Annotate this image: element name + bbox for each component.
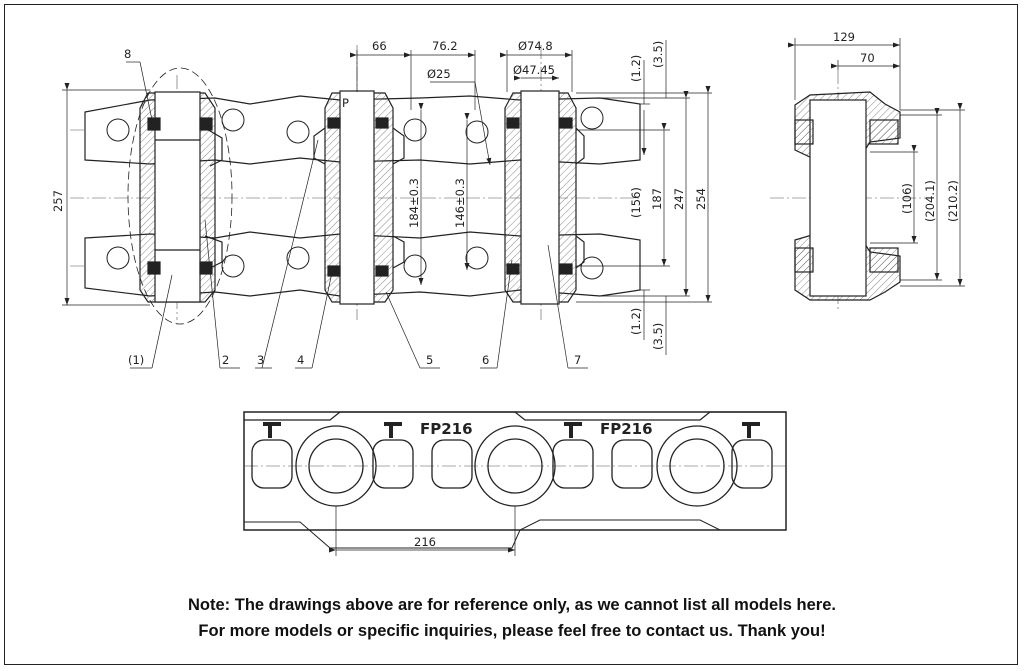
technical-drawing: 66 76.2 Ø74.8 Ø25 Ø47.45 P 8 (1.2) (3.5)… (51, 30, 965, 556)
part-label-6: 6 (482, 353, 489, 367)
dim-106: (106) (900, 183, 914, 214)
dim-184: 184±0.3 (407, 178, 421, 228)
dim-156: (156) (629, 187, 643, 218)
dim-66: 66 (372, 39, 387, 53)
drawing-frame (4, 4, 1018, 665)
dim-254: 254 (694, 188, 708, 210)
dim-3-5-top: (3.5) (651, 41, 665, 68)
side-view (770, 38, 965, 310)
part-label-8: 8 (124, 47, 131, 61)
dim-247: 247 (672, 188, 686, 210)
plan-view-labels: FP216 FP216 216 (414, 420, 653, 549)
front-view-labels: 66 76.2 Ø74.8 Ø25 Ø47.45 P 8 (1.2) (3.5)… (51, 39, 708, 367)
dim-76-2: 76.2 (432, 39, 458, 53)
note-line-2: For more models or specific inquiries, p… (198, 622, 826, 640)
part-label-1: (1) (128, 353, 144, 367)
dim-1-2-bottom: (1.2) (629, 308, 643, 335)
dim-dia-74-8: Ø74.8 (518, 39, 553, 53)
part-label-7: 7 (574, 353, 581, 367)
mark-p: P (342, 96, 349, 110)
part-label-2: 2 (222, 353, 229, 367)
dim-129: 129 (833, 30, 855, 44)
dim-187: 187 (650, 188, 664, 210)
dim-146: 146±0.3 (453, 178, 467, 228)
part-label-3: 3 (257, 353, 264, 367)
dim-216: 216 (414, 535, 436, 549)
part-label-5: 5 (426, 353, 433, 367)
front-view (62, 40, 712, 369)
dim-dia-25: Ø25 (427, 67, 451, 81)
dim-204-1: (204.1) (923, 180, 937, 222)
note-line-1: Note: The drawings above are for referen… (188, 596, 836, 614)
dim-257: 257 (51, 190, 65, 212)
fp216-mark-2: FP216 (600, 420, 653, 438)
plan-view (243, 411, 787, 556)
dim-70: 70 (860, 51, 875, 65)
fp216-mark-1: FP216 (420, 420, 473, 438)
dim-1-2-top: (1.2) (629, 55, 643, 82)
side-view-labels: 129 70 (106) (204.1) (210.2) (833, 30, 960, 222)
dim-210-2: (210.2) (946, 180, 960, 222)
dim-3-5-bottom: (3.5) (651, 323, 665, 350)
dim-dia-47-45: Ø47.45 (513, 63, 555, 77)
part-label-4: 4 (297, 353, 304, 367)
